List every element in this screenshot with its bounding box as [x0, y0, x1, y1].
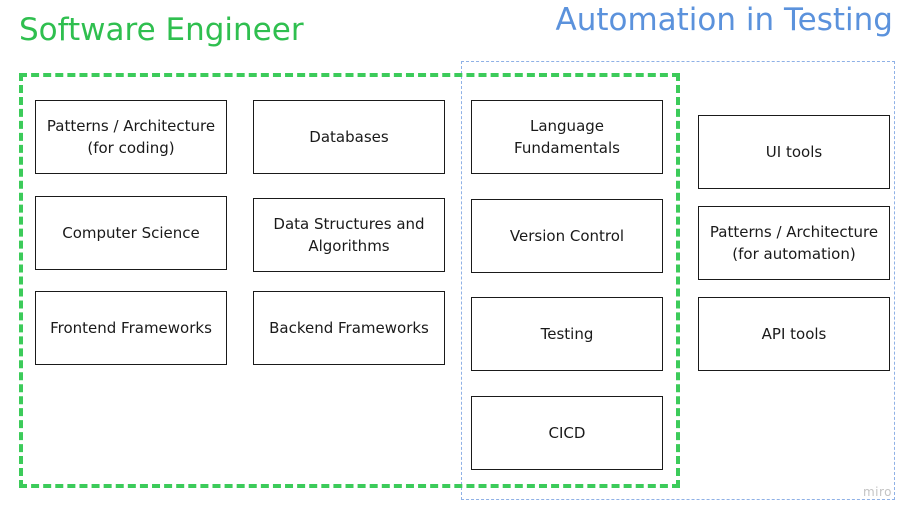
card-label: API tools — [761, 325, 827, 343]
software-engineer-title: Software Engineer — [19, 12, 304, 48]
card-label: Data Structures and Algorithms — [273, 215, 425, 255]
card-label: Backend Frameworks — [269, 319, 429, 337]
patterns-architecture-coding-card[interactable]: Patterns / Architecture (for coding) — [35, 100, 227, 174]
api-tools-card[interactable]: API tools — [698, 297, 890, 371]
card-label: Version Control — [509, 227, 625, 245]
card-label: Databases — [309, 128, 389, 146]
ui-tools-card[interactable]: UI tools — [698, 115, 890, 189]
computer-science-card[interactable]: Computer Science — [35, 196, 227, 270]
testing-card[interactable]: Testing — [471, 297, 663, 371]
language-fundamentals-card[interactable]: Language Fundamentals — [471, 100, 663, 174]
version-control-card[interactable]: Version Control — [471, 199, 663, 273]
card-label: Frontend Frameworks — [50, 319, 212, 337]
databases-card[interactable]: Databases — [253, 100, 445, 174]
card-label: Patterns / Architecture (for coding) — [46, 117, 216, 157]
cicd-card[interactable]: CICD — [471, 396, 663, 470]
miro-watermark: miro — [862, 485, 892, 499]
software-engineer-frame — [19, 73, 680, 488]
card-label: Computer Science — [62, 224, 200, 242]
card-label: CICD — [548, 424, 586, 442]
automation-testing-title: Automation in Testing — [555, 2, 893, 38]
card-label: Patterns / Architecture (for automation) — [709, 223, 879, 263]
frontend-frameworks-card[interactable]: Frontend Frameworks — [35, 291, 227, 365]
backend-frameworks-card[interactable]: Backend Frameworks — [253, 291, 445, 365]
card-label: Language Fundamentals — [514, 117, 620, 157]
data-structures-algorithms-card[interactable]: Data Structures and Algorithms — [253, 198, 445, 272]
card-label: Testing — [540, 325, 594, 343]
automation-testing-frame — [461, 61, 895, 500]
patterns-architecture-automation-card[interactable]: Patterns / Architecture (for automation) — [698, 206, 890, 280]
card-label: UI tools — [765, 143, 823, 161]
